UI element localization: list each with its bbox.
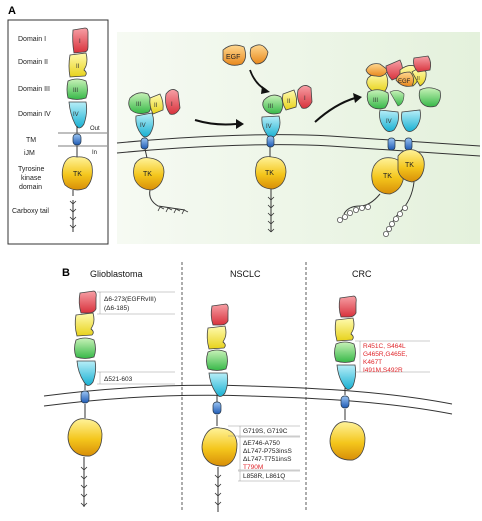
crc-mutation-k467t: K467T [363,359,382,366]
domain-4-glyph: IV [73,112,79,118]
domain-2-glyph: II [76,64,80,70]
legend-tk-3: domain [19,184,42,191]
inactive-monomer: III II I IV TK [128,89,189,215]
legend-domain-4: Domain IV [18,111,51,118]
arrow-step-2 [314,97,356,123]
m1-ii-glyph: II [154,103,158,109]
legend-out: Out [90,126,100,132]
legend-domain-1: Domain I [18,36,46,43]
panel-a-label: A [8,5,16,17]
nsclc-receptor [201,303,238,512]
tail-branches [69,200,77,229]
membrane-outer [116,134,481,147]
column-title-glioblastoma: Glioblastoma [90,269,143,279]
legend-tk-2: kinase [21,175,41,182]
arrow-step-1-head [236,119,244,129]
crc-mutation-r451c: R451C, S464L [363,343,406,350]
dimer-tk-glyph-left: TK [383,173,392,180]
domain-3-shape [66,78,88,100]
active-dimer: III II II EGF IV TK TK [336,55,441,237]
panel-b-label: B [62,267,70,279]
gbm-mutation-evriii-alt: (Δ6-185) [104,305,129,312]
domain-1-glyph: I [79,39,81,45]
nsclc-mutation-l747-p753: ΔL747-P753insS [243,448,292,455]
phospho-circles [336,203,408,237]
m1-tk-glyph: TK [143,171,152,178]
arrow-step-2-head [353,93,362,103]
m2-iii-glyph: III [268,104,273,110]
m2-tk-glyph: TK [265,170,274,177]
nsclc-mutation-l858r: L858R, L861Q [243,473,285,480]
crc-receptor [329,295,366,461]
arrow-step-1 [194,119,237,126]
membrane-b-inner [43,394,453,415]
legend-box: I II III IV TK Domain I Domain II Domain… [7,19,109,245]
legend-ijm: iJM [24,150,35,157]
legend-tm: TM [26,137,36,144]
gbm-mutation-521-603: Δ521-603 [104,376,133,383]
glioblastoma-receptor [67,290,103,507]
tm-shape [72,133,82,146]
legend-carboxy: Carboxy tail [12,208,49,215]
dimer-tk-glyph-right: TK [405,162,414,169]
domain-2-shape [68,52,88,78]
tk-glyph: TK [73,171,82,178]
extended-monomer: III II I IV TK [255,85,313,233]
nsclc-mutation-g719: G719S, G719C [243,428,288,435]
tk-shape [61,156,93,191]
membrane-inner [116,144,481,157]
column-title-nsclc: NSCLC [230,269,261,279]
domain-1-shape [72,27,89,54]
dimer-iv-glyph: IV [386,119,392,125]
crc-mutation-i491m: I491M,S492R [363,367,403,374]
crc-mutation-g465: G465R,G465E, [363,351,408,358]
legend-domain-2: Domain II [18,59,48,66]
nsclc-mutation-e746: ΔE746-A750 [243,440,280,447]
m1-i-glyph: I [171,102,173,108]
egf-ligand-free: EGF [222,44,269,66]
m2-ii-glyph: II [287,99,291,105]
m1-iii-glyph: III [136,102,141,108]
legend-domain-3: Domain III [18,86,50,93]
m2-iv-glyph: IV [266,124,272,130]
m2-i-glyph: I [304,96,306,102]
egf-glyph-bound: EGF [398,79,411,85]
egf-binding-arrow-head [261,86,270,94]
nsclc-mutation-l747-t751: ΔL747-T751insS [243,456,292,463]
nsclc-mutation-t790m: T790M [243,464,263,471]
legend-tk-1: Tyrosine [18,166,45,173]
legend-in: In [92,150,97,156]
column-title-crc: CRC [352,269,372,279]
egf-glyph-1: EGF [226,54,240,61]
dimer-ii-glyph-right: II [417,76,420,82]
gbm-mutation-evriii: Δ6-273(EGFRvIII) [104,296,156,303]
domain-3-glyph: III [73,88,78,94]
membrane-b-outer [43,384,453,405]
domain-4-shape [68,101,88,129]
m1-iv-glyph: IV [140,123,146,129]
dimer-iii-glyph-left: III [373,98,378,104]
